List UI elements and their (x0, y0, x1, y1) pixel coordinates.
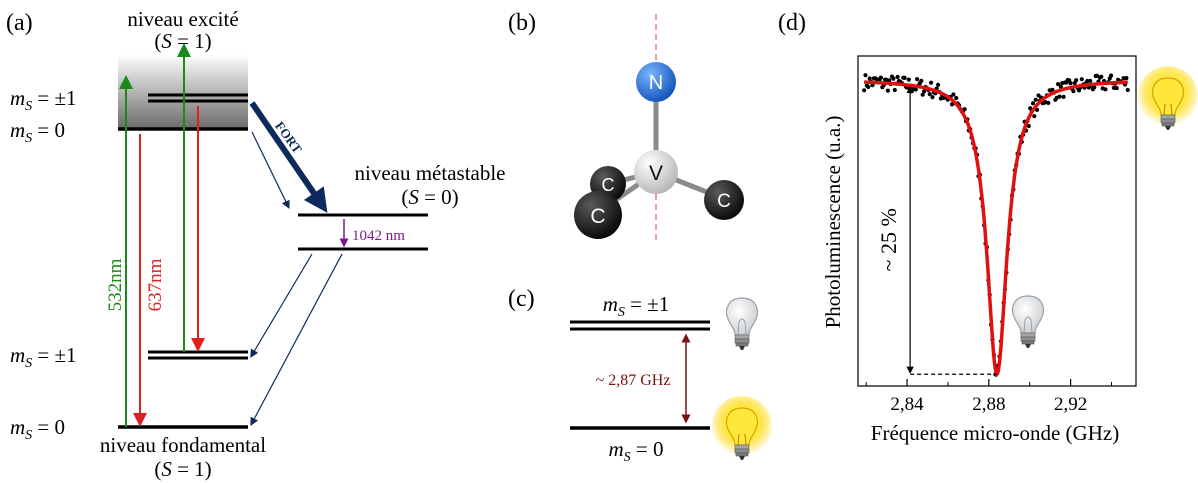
data-point (1061, 94, 1066, 99)
data-point (1074, 78, 1079, 83)
data-point (1124, 76, 1129, 81)
bulb-off-icon (1011, 295, 1045, 349)
data-point (1032, 114, 1037, 119)
data-point (919, 78, 924, 83)
data-point (891, 76, 896, 81)
ground-level-spin: (S = 1) (154, 457, 211, 481)
ground-ms-pm1-label: mS = ±1 (10, 343, 77, 371)
data-point (906, 77, 911, 82)
data-point (1088, 78, 1093, 83)
data-point (1103, 87, 1108, 92)
weak-isc-arrow (251, 131, 290, 210)
data-point (1114, 86, 1119, 91)
data-point (936, 82, 941, 87)
nitrogen-symbol: N (649, 72, 663, 94)
plot-frame (857, 55, 1137, 387)
decay-to-0-arrow (250, 253, 343, 426)
data-point (1057, 94, 1062, 99)
data-point (922, 89, 927, 94)
data-point (885, 88, 891, 93)
data-point (1056, 82, 1061, 87)
data-point (1071, 89, 1076, 94)
excited-level-title: niveau excité (127, 7, 238, 31)
data-point (930, 95, 935, 100)
bulb-off-icon (725, 297, 759, 351)
c-ms-pm1-label: mS = ±1 (603, 292, 670, 320)
red-emission-label: 637nm (145, 258, 166, 311)
vacancy-symbol: V (649, 162, 663, 185)
metastable-level-spin: (S = 0) (401, 185, 458, 209)
data-point (866, 84, 871, 90)
data-point (915, 77, 920, 82)
data-point (892, 87, 897, 93)
panel-d-label: (d) (778, 10, 806, 36)
data-point (1033, 97, 1038, 102)
data-point (920, 92, 925, 97)
x-tick-label: 2,92 (1054, 394, 1087, 415)
data-point (902, 75, 907, 80)
panel-a: (a) niveau excité (S = 1) mS = ±1 mS = 0… (6, 7, 506, 481)
data-point (1099, 74, 1104, 79)
data-point (1079, 77, 1084, 82)
excited-ms-0-label: mS = 0 (10, 118, 65, 146)
green-laser-label: 532nm (105, 258, 126, 311)
excited-level-spin: (S = 1) (154, 29, 211, 53)
data-point (954, 95, 959, 101)
data-point (1109, 73, 1114, 78)
data-point (1046, 100, 1051, 105)
data-point (895, 74, 900, 80)
c-ms-0-label: mS = 0 (608, 437, 663, 465)
bulb-on-icon (1137, 65, 1198, 131)
data-point (962, 107, 967, 112)
vacancy-site (634, 150, 678, 194)
data-point (913, 87, 918, 92)
carbon-symbol-right: C (717, 191, 731, 212)
data-point (867, 76, 872, 81)
data-points (862, 73, 1130, 377)
x-tick-labels: 2,84 2,88 2,92 (890, 394, 1087, 415)
ground-level-title: niveau fondamental (100, 433, 266, 457)
splitting-label: ~ 2,87 GHz (596, 372, 671, 389)
panel-b-label: (b) (508, 10, 536, 36)
excited-ms-pm1-label: mS = ±1 (10, 86, 77, 114)
panel-b: (b) N V C C C (508, 10, 744, 242)
data-point (862, 88, 867, 93)
data-point (863, 73, 868, 78)
data-point (927, 92, 932, 97)
carbon-symbol-back: C (602, 175, 615, 195)
x-axis-label: Fréquence micro-onde (GHz) (871, 421, 1119, 445)
strong-isc-arrow (249, 101, 328, 213)
carbon-symbol-front: C (590, 205, 605, 228)
data-point (1030, 101, 1036, 106)
data-point (929, 80, 934, 85)
data-point (1092, 85, 1097, 90)
contrast-label: ~ 25 % (876, 208, 901, 271)
x-tick-label: 2,84 (890, 394, 924, 415)
nitrogen-atom (636, 62, 676, 102)
panel-c-label: (c) (508, 286, 535, 312)
data-point (878, 75, 884, 80)
x-ticks (865, 379, 1112, 386)
data-point (1026, 123, 1031, 129)
decay-to-pm1-arrow (250, 253, 313, 358)
panel-d: (d) 2,84 2,88 2,92 ~ 25 % Fréquence micro-… (778, 10, 1198, 445)
ir-wavelength-label: 1042 nm (352, 228, 405, 244)
data-point (1068, 81, 1073, 86)
x-tick-label: 2,88 (972, 394, 1005, 415)
carbon-atom-front (574, 191, 622, 239)
data-point (887, 78, 892, 83)
y-axis-label: Photoluminescence (u.a.) (821, 116, 845, 329)
data-point (1125, 87, 1130, 93)
metastable-level-title: niveau métastable (354, 161, 505, 185)
lorentzian-fit-curve (864, 80, 1128, 378)
bulb-on-icon (711, 395, 773, 461)
ground-ms-0-label: mS = 0 (10, 415, 65, 443)
panel-a-label: (a) (6, 10, 33, 36)
data-point (951, 92, 956, 97)
panel-c: (c) mS = ±1 mS = 0 ~ 2,87 GHz (508, 286, 773, 465)
carbon-atom-right (704, 180, 744, 220)
